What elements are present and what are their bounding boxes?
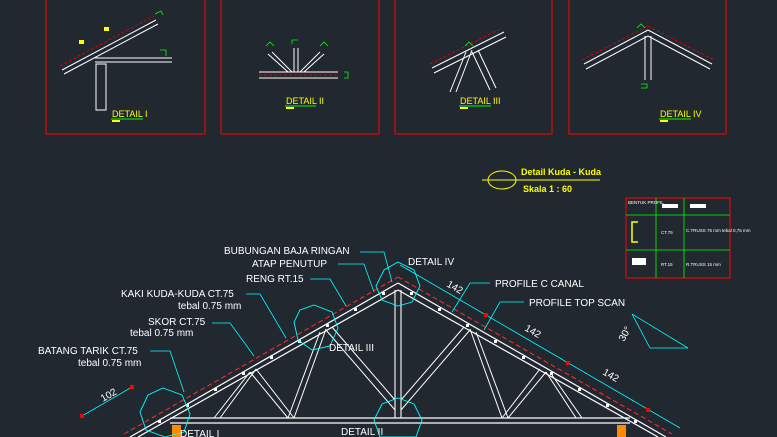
label-bubungan: BUBUNGAN BAJA RINGAN	[224, 246, 350, 257]
label-reng: RENG RT.15	[246, 274, 304, 285]
detail-frame-1: DETAIL I	[45, 0, 206, 135]
detail-4-title: DETAIL IV	[660, 109, 702, 119]
legend-code-1: CT.75	[661, 230, 673, 235]
bubble-label-2: DETAIL II	[341, 427, 383, 437]
bubble-detail-2	[373, 397, 423, 437]
dim-142-a: 142	[445, 279, 465, 297]
title-main: Detail Kuda - Kuda	[521, 167, 602, 177]
title-scale: Skala 1 : 60	[523, 184, 572, 194]
bubble-label-4: DETAIL IV	[408, 257, 454, 268]
legend-desc-2: R.TRUSS 15 mm	[686, 262, 721, 267]
dim-142-c: 142	[601, 367, 621, 385]
detail-bubbles	[139, 261, 423, 437]
label-kaki: KAKI KUDA-KUDA CT.75	[121, 289, 234, 300]
label-profile-c: PROFILE C CANAL	[495, 279, 584, 290]
leader-lines	[150, 251, 524, 393]
detail-frame-2: DETAIL II	[220, 0, 380, 135]
legend-desc-1: C.TRUSS 75 mm tebal 0,75 mm	[686, 228, 751, 233]
label-batang-tebal: tebal 0.75 mm	[78, 358, 141, 369]
label-skor: SKOR CT.75	[148, 317, 206, 328]
bubble-label-1: DETAIL I	[180, 429, 219, 437]
detail-1-title: DETAIL I	[112, 109, 148, 119]
label-kaki-tebal: tebal 0.75 mm	[178, 301, 241, 312]
legend-code-2: RT.15	[661, 262, 673, 267]
bubble-detail-3	[293, 304, 339, 351]
bubble-detail-1	[139, 387, 191, 437]
label-skor-tebal: tebal 0.75 mm	[130, 328, 193, 339]
annotations: BUBUNGAN BAJA RINGAN ATAP PENUTUP RENG R…	[38, 246, 625, 369]
drawing-title: Detail Kuda - Kuda Skala 1 : 60	[482, 167, 602, 194]
bubble-detail-4	[375, 261, 421, 307]
bubble-label-3: DETAIL III	[329, 343, 374, 354]
legend-table: BENTUK PROFIL CT.75 C.TRUSS 75 mm tebal …	[625, 197, 751, 279]
detail-frame-4: DETAIL IV	[568, 0, 727, 135]
legend-header: BENTUK PROFIL	[628, 200, 664, 205]
detail-3-title: DETAIL III	[460, 96, 501, 106]
dim-102: 102	[99, 387, 119, 405]
main-truss	[123, 276, 673, 437]
detail-frame-3: DETAIL III	[394, 0, 553, 135]
label-profile-top: PROFILE TOP SCAN	[529, 298, 625, 309]
label-atap: ATAP PENUTUP	[252, 259, 327, 270]
dim-angle: 30°	[617, 325, 634, 344]
label-batang: BATANG TARIK CT.75	[38, 346, 138, 357]
detail-2-title: DETAIL II	[286, 96, 324, 106]
